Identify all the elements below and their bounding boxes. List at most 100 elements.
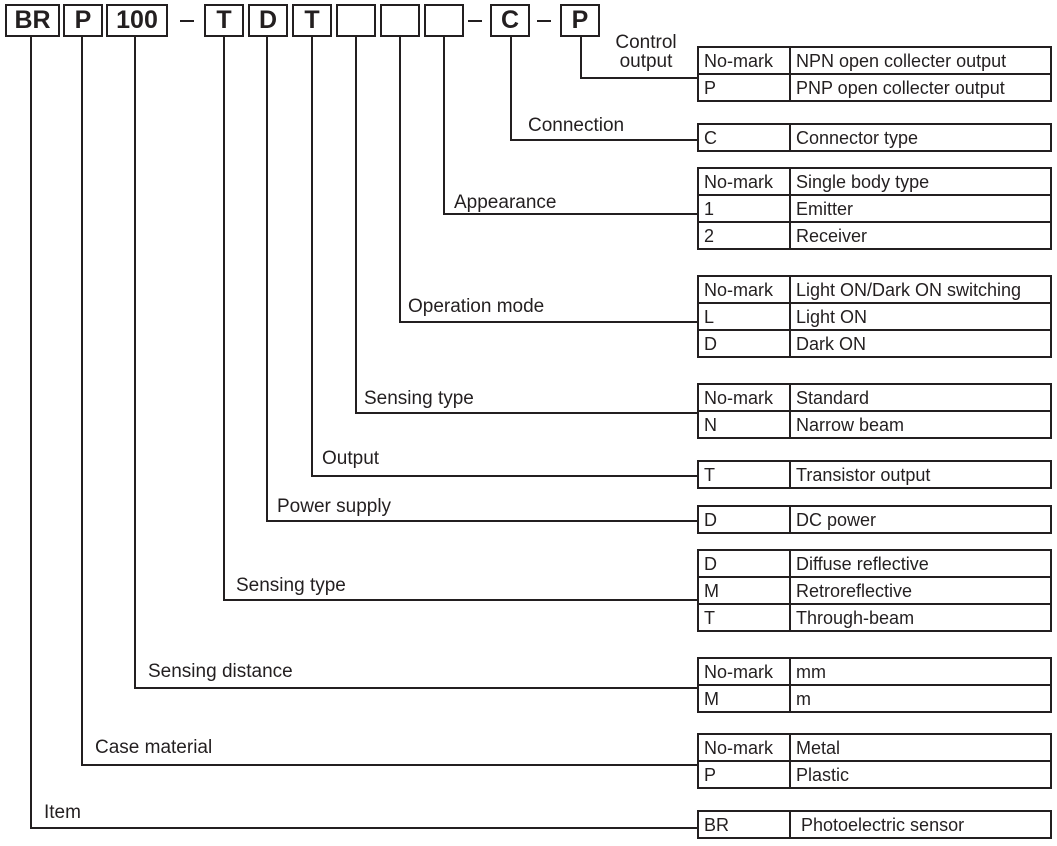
option-code: M (697, 684, 791, 713)
option-description: Standard (789, 383, 1052, 412)
option-description: Metal (789, 733, 1052, 762)
option-code: C (697, 123, 791, 152)
code-box-control-output: P (560, 4, 600, 37)
code-box-connection: C (490, 4, 530, 37)
option-description: NPN open collecter output (789, 46, 1052, 75)
option-code: No-mark (697, 275, 791, 304)
option-code: No-mark (697, 46, 791, 75)
option-code: 1 (697, 194, 791, 223)
leader-line-case-material (81, 37, 698, 766)
option-code: M (697, 576, 791, 605)
code-box-sensing-type-beam (336, 4, 376, 37)
option-description: Receiver (789, 221, 1052, 250)
option-description: Transistor output (789, 460, 1052, 489)
option-description: mm (789, 657, 1052, 686)
code-box-sensing-type: T (204, 4, 244, 37)
code-box-appearance (424, 4, 464, 37)
option-description: m (789, 684, 1052, 713)
label-output: Output (322, 448, 380, 469)
label-sensing-type-beam: Sensing type (364, 388, 474, 409)
leader-line-item (30, 37, 698, 829)
option-description: Through-beam (789, 603, 1052, 632)
option-code: BR (697, 810, 791, 839)
option-code: P (697, 73, 791, 102)
code-box-output: T (292, 4, 332, 37)
leader-line-power-supply (266, 37, 698, 522)
separator-dash-2 (468, 20, 482, 22)
leader-line-connection (510, 37, 698, 141)
code-box-case-material: P (63, 4, 103, 37)
option-description: Retroreflective (789, 576, 1052, 605)
leader-line-output (311, 37, 698, 477)
option-description: Emitter (789, 194, 1052, 223)
option-code: No-mark (697, 167, 791, 196)
option-code: D (697, 329, 791, 358)
option-code: T (697, 603, 791, 632)
label-appearance: Appearance (454, 192, 557, 213)
leader-line-operation-mode (399, 37, 698, 323)
option-code: D (697, 549, 791, 578)
option-code: D (697, 505, 791, 534)
option-description: Dark ON (789, 329, 1052, 358)
label-control-output: Control output (615, 32, 677, 72)
option-description: Narrow beam (789, 410, 1052, 439)
option-description: Photoelectric sensor (789, 810, 1052, 839)
code-box-power-supply: D (248, 4, 288, 37)
option-code: N (697, 410, 791, 439)
leader-line-control-output (580, 37, 698, 79)
label-sensing-distance: Sensing distance (148, 661, 293, 682)
code-box-operation-mode (380, 4, 420, 37)
leader-line-sensing-type (223, 37, 698, 601)
label-case-material: Case material (95, 737, 213, 758)
label-item: Item (44, 802, 81, 823)
option-code: L (697, 302, 791, 331)
label-operation-mode: Operation mode (408, 296, 545, 317)
code-box-sensing-distance: 100 (106, 4, 168, 37)
option-description: Light ON/Dark ON switching (789, 275, 1052, 304)
option-code: T (697, 460, 791, 489)
option-description: Connector type (789, 123, 1052, 152)
leader-line-sensing-type-beam (355, 37, 698, 414)
option-description: DC power (789, 505, 1052, 534)
option-code: No-mark (697, 733, 791, 762)
option-code: No-mark (697, 383, 791, 412)
separator-dash-3 (537, 20, 551, 22)
option-description: Light ON (789, 302, 1052, 331)
option-code: P (697, 760, 791, 789)
label-power-supply: Power supply (277, 496, 392, 517)
option-description: Diffuse reflective (789, 549, 1052, 578)
leader-line-appearance (443, 37, 698, 215)
option-description: Plastic (789, 760, 1052, 789)
